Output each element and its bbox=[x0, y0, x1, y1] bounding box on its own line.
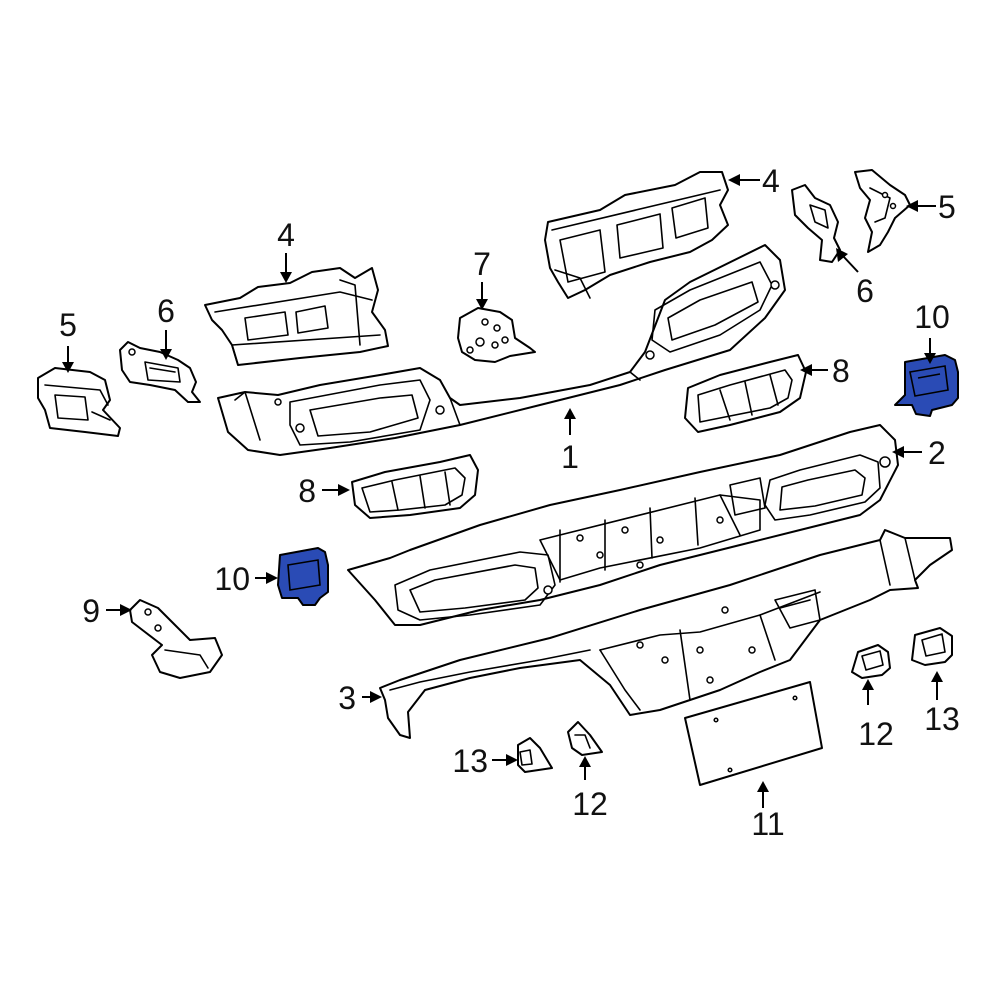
callout-5-right: 5 bbox=[938, 189, 956, 225]
part-5-left-bracket bbox=[37, 367, 121, 437]
part-1-bumper-absorber bbox=[217, 244, 786, 456]
part-10-left-pad-highlighted bbox=[277, 547, 329, 606]
callout-5-left: 5 bbox=[59, 307, 77, 343]
part-13-right-bracket bbox=[911, 627, 953, 666]
callout-12-left: 12 bbox=[572, 786, 608, 822]
callout-2: 2 bbox=[928, 435, 946, 471]
callout-9: 9 bbox=[82, 593, 100, 629]
part-11-license-plate-bracket bbox=[684, 681, 823, 786]
callout-1: 1 bbox=[561, 439, 579, 475]
callout-11: 11 bbox=[751, 806, 784, 842]
callout-8-right: 8 bbox=[832, 353, 850, 389]
part-10-right-pad-highlighted bbox=[894, 354, 959, 417]
callout-labels: 4 4 5 5 6 6 7 10 8 1 2 8 10 9 3 13 12 11… bbox=[59, 163, 960, 842]
part-8-left-step-pad bbox=[351, 454, 479, 519]
callout-12-right: 12 bbox=[858, 716, 894, 752]
part-2-bumper-face-bar bbox=[347, 424, 899, 626]
callout-10-left: 10 bbox=[214, 561, 250, 597]
callout-10-right: 10 bbox=[914, 299, 950, 335]
part-9-tow-hook bbox=[129, 599, 223, 679]
callout-7: 7 bbox=[473, 246, 491, 282]
callout-6-right: 6 bbox=[856, 273, 874, 309]
part-4-right-reinforcement bbox=[544, 171, 729, 299]
part-7-center-bracket bbox=[457, 307, 536, 363]
callout-3: 3 bbox=[338, 680, 356, 716]
callout-4-right: 4 bbox=[762, 163, 780, 199]
part-13-left-bracket bbox=[517, 737, 553, 773]
callout-13-left: 13 bbox=[452, 743, 488, 779]
part-12-right-bracket bbox=[851, 644, 891, 679]
part-5-right-bracket bbox=[854, 169, 911, 253]
part-6-right-bracket bbox=[791, 184, 841, 263]
leader-lines bbox=[62, 174, 943, 808]
part-12-left-bracket bbox=[567, 721, 603, 756]
callout-8-left: 8 bbox=[298, 473, 316, 509]
callout-13-right: 13 bbox=[924, 701, 960, 737]
part-8-right-step-pad bbox=[684, 354, 807, 433]
part-4-left-reinforcement bbox=[204, 267, 389, 366]
part-3-lower-valance bbox=[379, 529, 953, 739]
callout-4-left: 4 bbox=[277, 217, 295, 253]
part-6-left-bracket bbox=[119, 341, 201, 403]
callout-6-left: 6 bbox=[157, 293, 175, 329]
